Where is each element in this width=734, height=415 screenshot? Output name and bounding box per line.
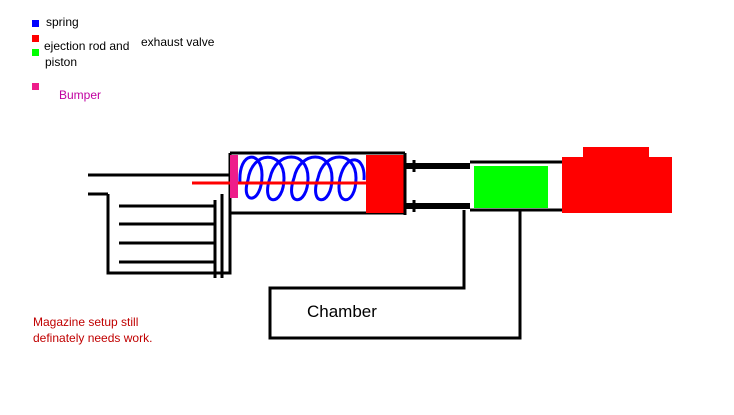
- bumper: [230, 155, 238, 198]
- magazine: [106, 194, 232, 278]
- transfer-port: [405, 160, 470, 212]
- legend-piston-label: piston: [45, 55, 78, 69]
- legend-exhaust-label: exhaust valve: [141, 35, 215, 49]
- legend-bumper-label: Bumper: [59, 88, 102, 102]
- breech-top: [583, 147, 649, 159]
- legend-ejection-swatch: [32, 35, 39, 42]
- piston: [474, 166, 548, 208]
- spring-coil: [238, 155, 366, 202]
- exhaust-valve: [366, 155, 404, 213]
- legend-spring-swatch: [32, 20, 39, 27]
- chamber: [268, 210, 522, 340]
- piston-housing: [470, 160, 562, 212]
- breech-block: [562, 157, 672, 213]
- legend-piston-swatch: [32, 49, 39, 56]
- chamber-label: Chamber: [307, 302, 377, 321]
- note-line-2: definately needs work.: [33, 331, 153, 345]
- barrel-stubs: [88, 173, 230, 196]
- magazine-note: Magazine setup still definately needs wo…: [33, 314, 152, 346]
- legend-spring-label: spring: [46, 15, 79, 29]
- legend-bumper-swatch: [32, 83, 39, 90]
- note-line-1: Magazine setup still: [33, 315, 139, 329]
- legend-ejection-label: ejection rod and: [44, 39, 130, 53]
